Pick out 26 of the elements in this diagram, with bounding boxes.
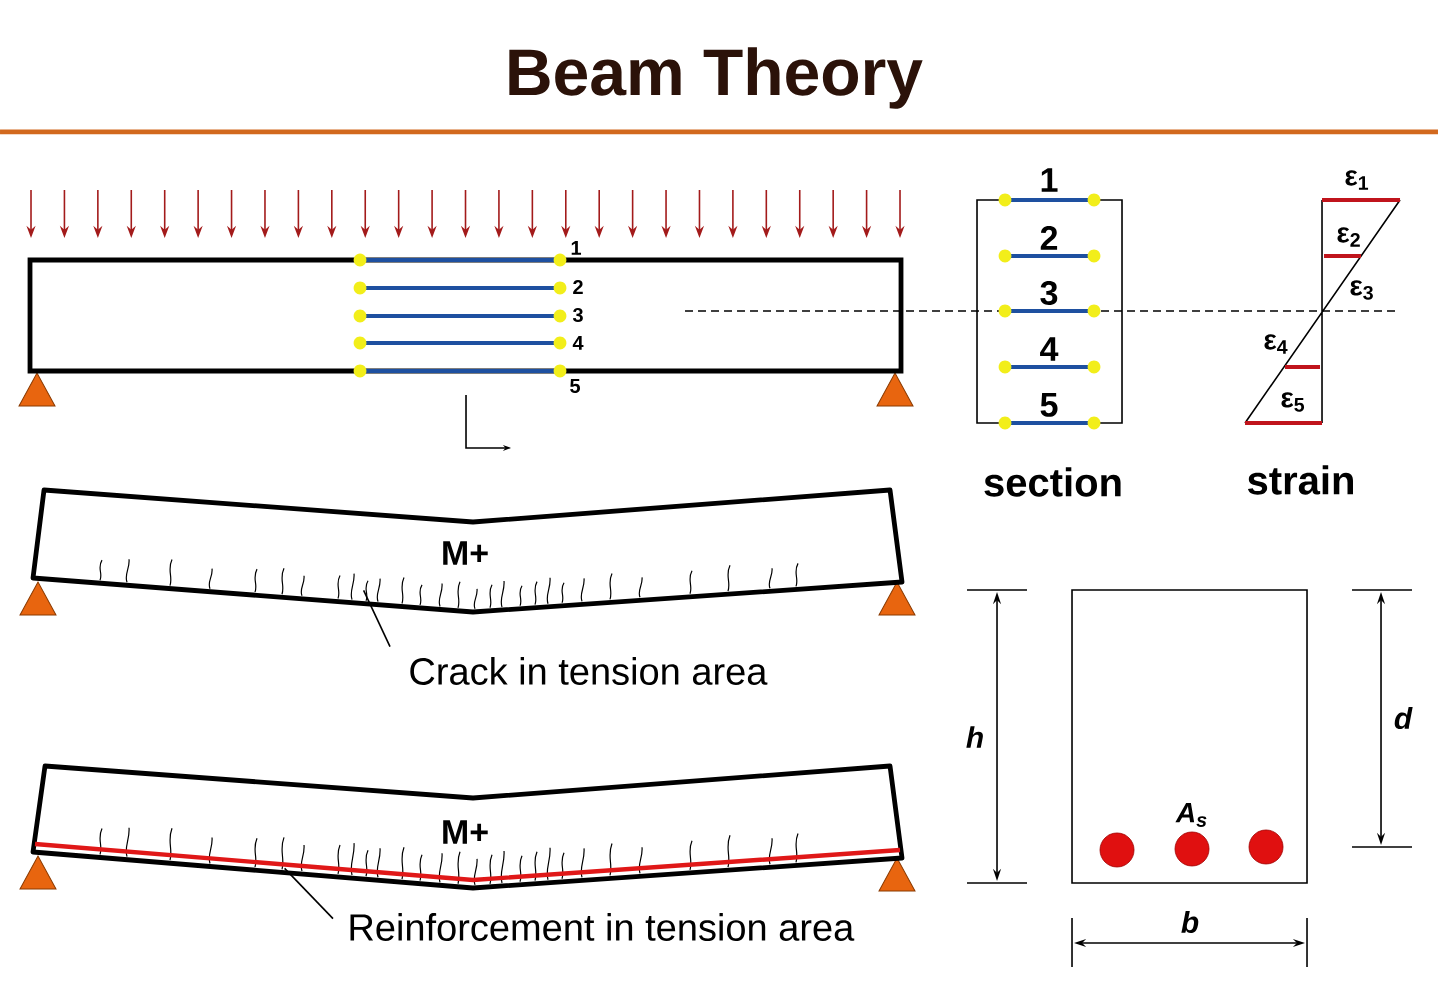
fiber-number: 2 bbox=[1040, 226, 1058, 250]
leader-line bbox=[362, 589, 391, 648]
callout-text: Crack in tension area bbox=[410, 657, 768, 685]
strain-label: ε$_{2}$ bbox=[1337, 227, 1360, 247]
leader-line bbox=[283, 867, 334, 920]
dimension-label: d bbox=[1394, 706, 1413, 729]
diagram-label: strain bbox=[1247, 465, 1353, 495]
diagram-label: section bbox=[984, 467, 1121, 497]
fiber-number: 3 bbox=[572, 307, 583, 323]
strain-label: ε$_{4}$ bbox=[1264, 334, 1288, 354]
callout-text: Reinforcement in tension area bbox=[350, 913, 855, 941]
title: Beam Theory bbox=[509, 47, 923, 109]
area-label: A$_{s}$ bbox=[1175, 803, 1207, 827]
fiber-number: 5 bbox=[1040, 393, 1058, 417]
fiber-number: 1 bbox=[1041, 168, 1058, 192]
dimension-label: h bbox=[966, 726, 983, 748]
fiber-number: 2 bbox=[573, 280, 583, 294]
dimension-label: b bbox=[1181, 911, 1199, 933]
strain-label: ε$_{3}$ bbox=[1350, 280, 1373, 300]
moment-label: M+ bbox=[443, 541, 488, 565]
strain-label: ε$_{5}$ bbox=[1281, 392, 1305, 412]
fiber-number: 4 bbox=[572, 336, 584, 350]
fiber-number: 4 bbox=[1040, 337, 1059, 361]
strain-label: ε$_{1}$ bbox=[1345, 170, 1369, 190]
fiber-number: 3 bbox=[1040, 280, 1058, 306]
moment-label: M+ bbox=[443, 820, 488, 844]
